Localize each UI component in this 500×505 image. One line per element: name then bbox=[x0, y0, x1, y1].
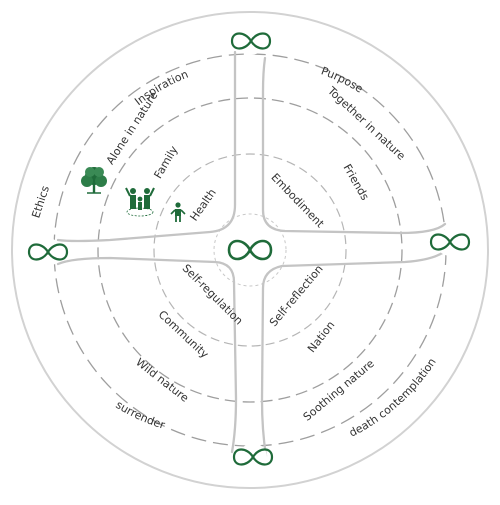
person-icon bbox=[170, 202, 186, 222]
divider-top-left bbox=[56, 50, 237, 243]
label-wild-nature: Wild nature bbox=[133, 356, 191, 405]
center-infinity-icon bbox=[227, 239, 273, 261]
label-family: Family bbox=[151, 143, 180, 181]
right-infinity-icon bbox=[429, 228, 471, 256]
label-alone-in-nature: Alone in nature bbox=[104, 89, 161, 167]
divider-bottom-right bbox=[260, 250, 446, 458]
label-ethics: Ethics bbox=[29, 184, 52, 220]
label-embodiment: Embodiment bbox=[268, 171, 327, 231]
quadrant-dividers bbox=[56, 50, 447, 458]
label-soothing-nature: Soothing nature bbox=[301, 357, 377, 424]
ring-middle-dashed bbox=[97, 97, 403, 403]
family-icon bbox=[125, 187, 155, 217]
divider-top-right bbox=[261, 56, 447, 235]
ring-inner-dashed bbox=[153, 153, 347, 347]
label-nation: Nation bbox=[305, 319, 337, 355]
bottom-infinity-icon bbox=[232, 443, 274, 471]
label-friends: Friends bbox=[341, 162, 372, 203]
tree-icon bbox=[81, 167, 107, 194]
label-community: Community bbox=[156, 308, 212, 361]
left-infinity-icon bbox=[27, 238, 69, 266]
divider-bottom-left bbox=[56, 256, 238, 454]
outer-circle bbox=[11, 11, 489, 489]
top-infinity-icon bbox=[230, 27, 272, 55]
label-surrender: surrender bbox=[113, 398, 166, 432]
label-health: Health bbox=[187, 186, 218, 223]
